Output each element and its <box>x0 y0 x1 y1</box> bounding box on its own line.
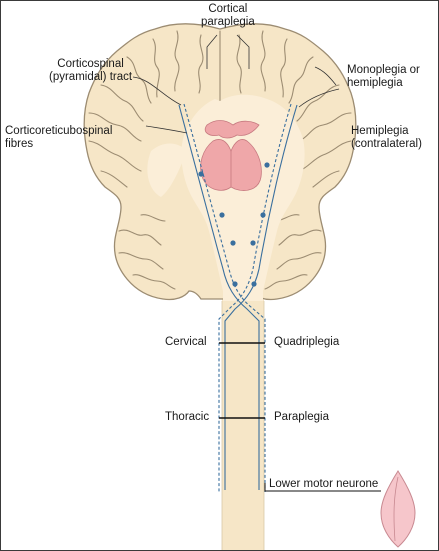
label-paraplegia: Paraplegia <box>274 411 329 423</box>
synapse-node <box>251 281 257 287</box>
label-lower-motor-neurone: Lower motor neurone <box>269 478 379 490</box>
muscle <box>380 470 416 548</box>
label-thoracic: Thoracic <box>165 411 210 423</box>
label-hemiplegia-contralateral: Hemiplegia (contralateral) <box>351 125 422 150</box>
label-cervical: Cervical <box>165 336 207 348</box>
label-quadriplegia: Quadriplegia <box>274 336 340 348</box>
white-matter <box>147 143 187 197</box>
synapse-node <box>219 212 225 218</box>
synapse-node <box>260 212 266 218</box>
cortical-folds <box>88 30 352 290</box>
label-cortical-paraplegia: Cortical paraplegia <box>201 3 255 28</box>
synapse-node <box>230 240 236 246</box>
synapse-node <box>198 171 204 177</box>
leader-lines <box>132 34 340 134</box>
tract-synapse-nodes <box>198 162 270 287</box>
synapse-node <box>232 281 238 287</box>
label-monoplegia-or-hemiplegia: Monoplegia or hemiplegia <box>347 64 420 89</box>
synapse-node <box>264 162 270 168</box>
label-corticoreticulospinal-fibres: Corticoreticubospinal fibres <box>5 125 113 150</box>
label-corticospinal-tract: Corticospinal (pyramidal) tract <box>49 58 133 83</box>
muscle-striation <box>393 476 399 542</box>
synapse-node <box>250 240 256 246</box>
corticospinal-tracts-outline <box>178 104 298 490</box>
lower-motor-neurone-pointer <box>264 483 381 492</box>
lateral-ventricles <box>204 120 260 139</box>
spinal-cord <box>222 297 264 550</box>
